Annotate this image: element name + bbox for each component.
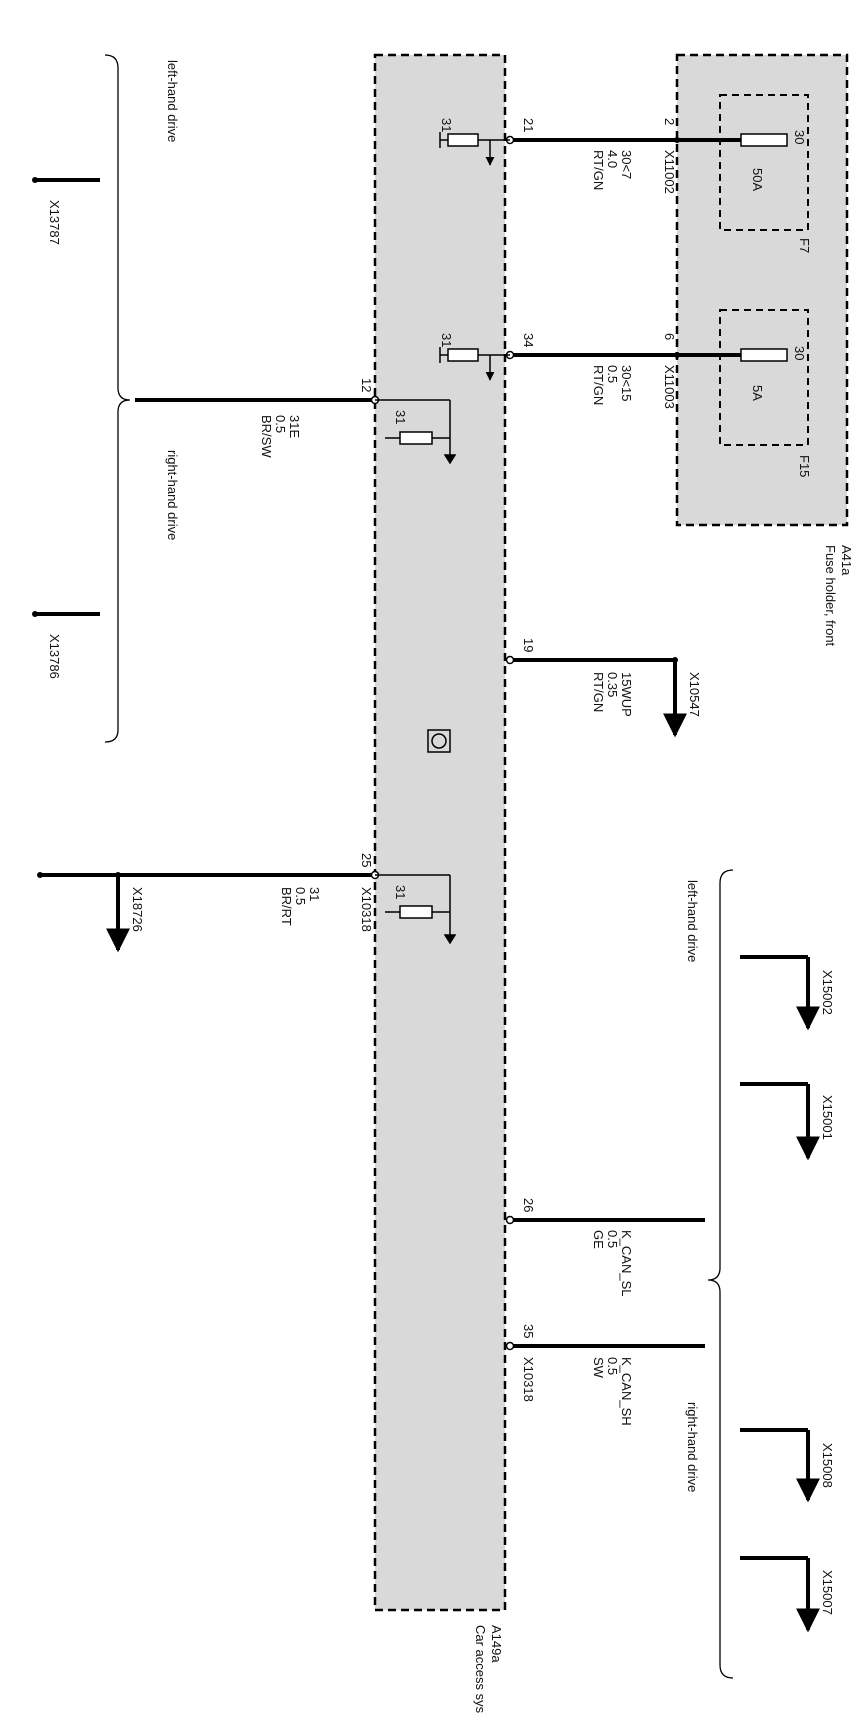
fuse-f15-symbol [740, 348, 788, 362]
fuse-f15-terminal: 30 [792, 346, 807, 360]
connector-x18726: X18726 [130, 887, 145, 932]
cas-internal-ground-12 [375, 399, 457, 465]
cas-internal-load-21 [439, 132, 510, 166]
ground-label-25: 31 [393, 885, 408, 899]
pin-label-19: 19 [521, 638, 536, 652]
cas-module-id: A149a [489, 1625, 504, 1663]
pin-dot-35 [505, 1341, 515, 1351]
pin-label-6: 6 [662, 333, 677, 340]
x13787-dot [32, 177, 38, 183]
control-unit-symbol [427, 729, 451, 753]
wire-25-signal: 31 [307, 887, 322, 901]
connector-x13786: X13786 [47, 634, 62, 679]
wire-21-signal: 30<7 [619, 150, 634, 179]
pin-dot-26 [505, 1215, 515, 1225]
wire-26-size: 0.5 [605, 1230, 620, 1248]
pin-dot-19 [505, 655, 515, 665]
wire-12-size: 0.5 [273, 415, 288, 433]
variant-lhd-left: left-hand drive [165, 60, 180, 142]
fuse-holder-box [675, 53, 849, 527]
pin-label-35: 35 [521, 1324, 536, 1338]
ground-label-21: 31 [439, 118, 454, 132]
cas-internal-ground-25 [375, 874, 457, 945]
wire-35-signal: K_CAN_SH [619, 1357, 634, 1426]
fuse-f7-terminal: 30 [792, 130, 807, 144]
fuse-f15-box [719, 309, 809, 446]
wire-34-size: 0.5 [605, 365, 620, 383]
wire-25-color: BR/RT [279, 887, 294, 926]
pin-dot-2 [674, 137, 680, 143]
connector-x15001: X15001 [820, 1095, 835, 1140]
variant-brace-right [707, 869, 734, 1679]
ground-label-12: 31 [393, 410, 408, 424]
pin-dot-6 [674, 352, 680, 358]
wire-26-color: GE [591, 1230, 606, 1249]
fuse-holder-id: A41a [839, 545, 854, 576]
wire-21-size: 4.0 [605, 150, 620, 168]
pin-label-34: 34 [521, 333, 536, 347]
wire-12-color: BR/SW [259, 415, 274, 458]
fuse-f15-rating: 5A [750, 385, 765, 401]
wire-34-color: RT/GN [591, 365, 606, 405]
wire-26-signal: K_CAN_SL [619, 1230, 634, 1296]
connector-x15002: X15002 [820, 970, 835, 1015]
cas-module-name: Car access system [473, 1625, 488, 1713]
variant-rhd-right: right-hand drive [685, 1402, 700, 1492]
fuse-holder-name: Fuse holder, front [823, 545, 838, 647]
cas-module-box [373, 53, 507, 1612]
pin-label-21: 21 [521, 118, 536, 132]
connector-x13787: X13787 [47, 200, 62, 245]
wire-34-signal: 30<15 [619, 365, 634, 402]
variant-brace-left [104, 54, 131, 743]
connector-x10547: X10547 [687, 672, 702, 717]
pin-label-26: 26 [521, 1198, 536, 1212]
connector-x10318-b: X10318 [521, 1357, 536, 1402]
cas-internal-load-34 [439, 347, 510, 381]
variant-lhd-right: left-hand drive [685, 880, 700, 962]
wire-35-size: 0.5 [605, 1357, 620, 1375]
wire-31-end-dot [37, 872, 43, 878]
fuse-f7-symbol [740, 133, 788, 147]
fuse-f7-box [719, 94, 809, 231]
wire-19-size: 0.35 [605, 672, 620, 697]
pin-label-25: 25 [359, 853, 374, 867]
wire-21-color: RT/GN [591, 150, 606, 190]
fuse-f7-rating: 50A [750, 168, 765, 191]
variant-rhd-left: right-hand drive [165, 450, 180, 540]
fuse-f7-id: F7 [797, 238, 812, 253]
connector-x11002: X11002 [662, 150, 677, 194]
connector-x10318-a: X10318 [359, 887, 374, 932]
pin-label-2: 2 [662, 118, 677, 125]
wire-25-size: 0.5 [293, 887, 308, 905]
control-unit-symbol-circle [431, 733, 447, 749]
wire-12-signal: 31E [287, 415, 302, 438]
connector-x15008: X15008 [820, 1443, 835, 1488]
wire-35-color: SW [591, 1357, 606, 1379]
wire-19-color: RT/GN [591, 672, 606, 712]
connector-x15007: X15007 [820, 1570, 835, 1615]
pin-label-12: 12 [359, 378, 374, 392]
x13786-dot [32, 611, 38, 617]
fuse-f15-id: F15 [797, 455, 812, 477]
connector-x11003: X11003 [662, 365, 677, 409]
ground-label-34: 31 [439, 333, 454, 347]
wire-19-signal: 15WUP [619, 672, 634, 717]
